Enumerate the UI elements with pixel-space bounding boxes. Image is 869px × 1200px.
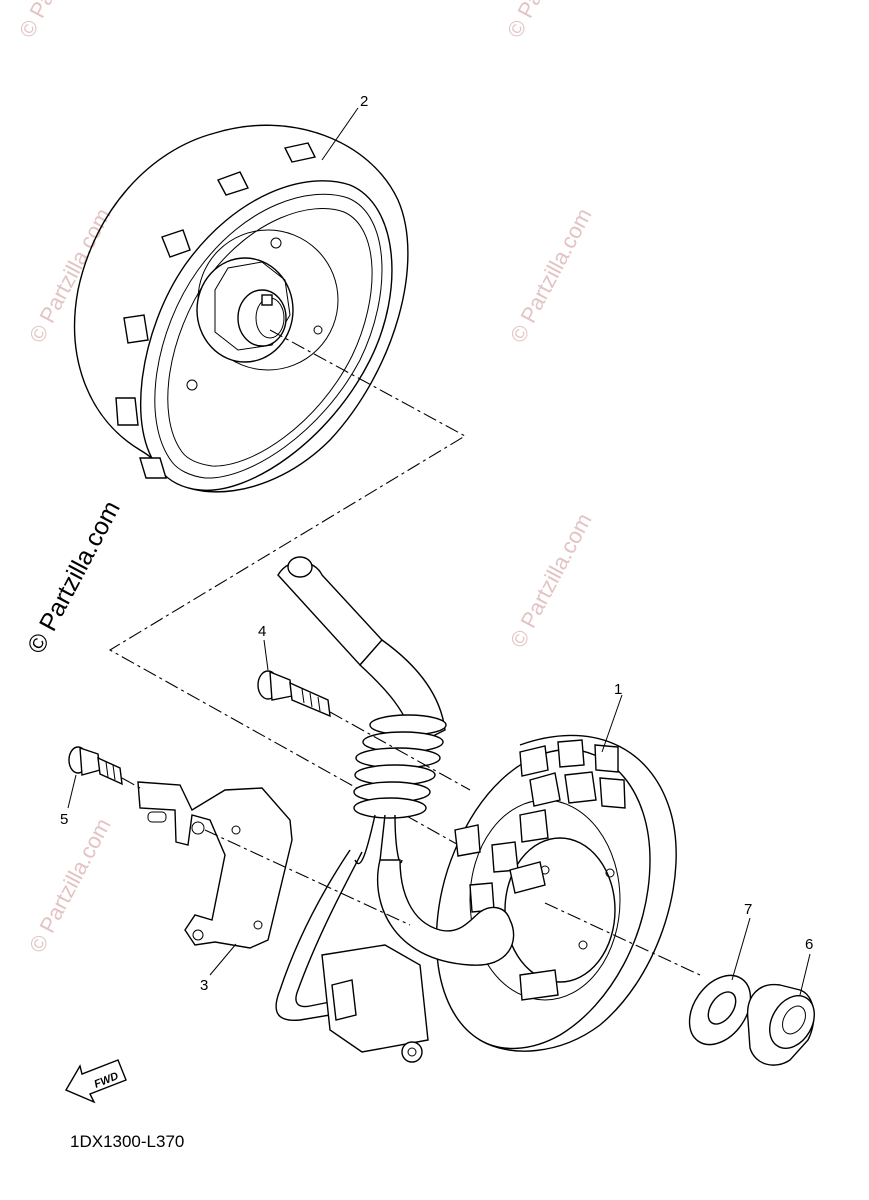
bolt-4-alignment-line	[329, 711, 471, 791]
stator-part	[435, 734, 677, 1052]
callout-7: 7	[744, 901, 752, 918]
callout-3: 3	[200, 977, 208, 994]
bolt-4-part	[257, 670, 331, 718]
bolt-5-alignment-line	[121, 777, 141, 789]
callout-3-leader	[209, 943, 237, 976]
washer-alignment-line	[544, 902, 701, 976]
callout-4-leader	[263, 639, 269, 671]
callout-7-leader	[731, 917, 751, 981]
callout-5: 5	[60, 811, 68, 828]
callout-2: 2	[360, 93, 368, 110]
callout-1-leader	[601, 694, 623, 753]
callout-2-leader	[321, 107, 359, 161]
bolt-5-part	[68, 746, 123, 786]
fwd-arrow-icon: FWD	[64, 1059, 127, 1104]
nut-part	[746, 983, 815, 1066]
rotor-alignment-line	[108, 329, 531, 886]
washer-part	[688, 974, 752, 1046]
cable-clamp-part	[137, 781, 293, 949]
rotor-part	[74, 124, 409, 493]
diagram-code: 1DX1300-L370	[70, 1132, 185, 1151]
wire-harness	[275, 556, 515, 1063]
callout-4: 4	[258, 623, 266, 640]
callout-6-leader	[799, 953, 811, 996]
callout-5-leader	[67, 774, 77, 809]
clamp-alignment-line	[204, 829, 411, 926]
callout-6: 6	[805, 936, 813, 953]
callout-1: 1	[614, 681, 622, 698]
